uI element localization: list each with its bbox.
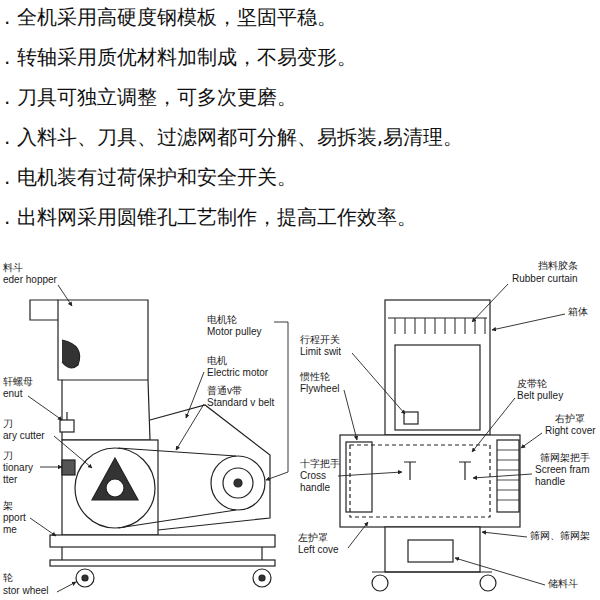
part-label: 皮带轮: [517, 378, 547, 390]
part-label: Right cover: [545, 425, 596, 437]
part-label: Screen fram: [535, 464, 589, 476]
part-label: me: [3, 524, 17, 536]
feature-note: . 入料斗、刀具、过滤网都可分解、易拆装,易清理。: [4, 124, 463, 150]
part-label: 挡料胶条: [538, 260, 578, 272]
feature-note: . 刀具可独立调整，可多次更磨。: [4, 84, 297, 110]
part-label: 筛网架把手: [540, 452, 590, 464]
part-label: ary cutter: [3, 430, 45, 442]
part-label: tter: [3, 474, 17, 486]
part-label: 电机: [207, 355, 227, 367]
part-label: 筛网、筛网架: [530, 530, 590, 542]
part-label: stor wheel: [3, 585, 49, 597]
part-label: 轩螺母: [3, 376, 33, 388]
part-label: 刀: [3, 450, 13, 462]
part-label: Electric motor: [207, 367, 268, 379]
part-label: 电机轮: [207, 314, 237, 326]
part-label: Belt pulley: [517, 390, 563, 402]
part-label: eder hopper: [3, 274, 57, 286]
part-label: 十字把手: [300, 458, 340, 470]
part-label: 料斗: [3, 262, 23, 274]
part-label: 惯性轮: [300, 371, 330, 383]
part-label: Standard v belt: [207, 397, 274, 409]
part-label: Cross: [300, 470, 326, 482]
part-label: 右护罩: [555, 413, 585, 425]
part-label: 行程开关: [300, 334, 340, 346]
feature-note: . 出料网采用圆锥孔工艺制作，提高工作效率。: [4, 204, 417, 230]
part-label: Motor pulley: [207, 326, 261, 338]
part-label: Left cove: [298, 544, 339, 556]
part-label: Rubber curtain: [512, 273, 578, 285]
part-label: 轮: [3, 572, 13, 584]
part-label: 架: [3, 500, 13, 512]
part-label: 普通v带: [207, 385, 242, 397]
part-label: Flywheel: [300, 383, 339, 395]
part-label: enut: [3, 388, 22, 400]
part-label: 左护罩: [298, 532, 328, 544]
feature-note: . 电机装有过荷保护和安全开关。: [4, 164, 297, 190]
part-label: 刀: [3, 418, 13, 430]
feature-note: . 全机采用高硬度钢模板，坚固平稳。: [4, 4, 337, 30]
part-label: Limit swit: [300, 346, 341, 358]
part-label: tionary: [3, 462, 33, 474]
feature-note: . 转轴采用质优材料加制成，不易变形。: [4, 44, 357, 70]
part-label: handle: [535, 476, 565, 488]
part-label: 箱体: [568, 306, 588, 318]
part-label: 储料斗: [548, 578, 578, 590]
part-label: handle: [300, 482, 330, 494]
part-label: pport: [3, 512, 26, 524]
